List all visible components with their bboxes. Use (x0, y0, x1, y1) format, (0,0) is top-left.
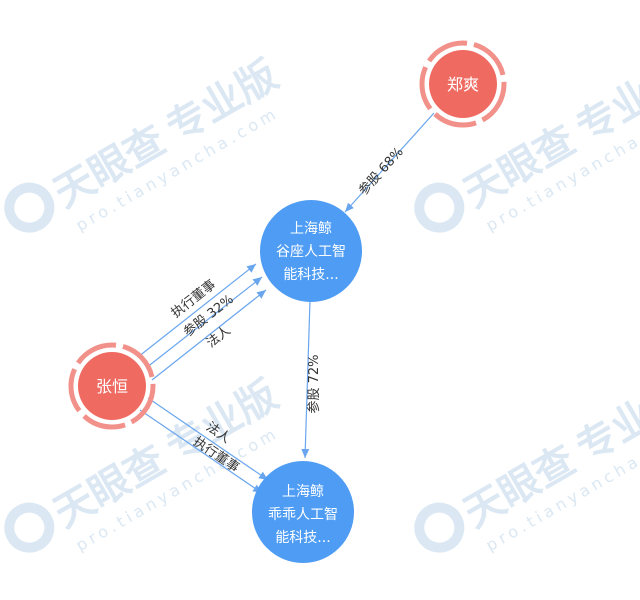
watermark-top-left: 天眼查 专业版 pro.tianyancha.com (4, 52, 286, 235)
company-node-line-3: 能科技... (283, 267, 338, 283)
watermark-logo-icon (414, 182, 465, 233)
person-node-ring (68, 342, 156, 430)
person-node-label: 郑爽 (447, 75, 479, 94)
edge-jinggu-to-guaiguai[interactable] (301, 299, 311, 459)
company-node-line-3: 能科技... (275, 530, 330, 546)
person-node-label: 张恒 (96, 377, 128, 396)
company-node-line-1: 上海鲸 (282, 484, 324, 500)
company-node-circle (260, 200, 362, 302)
company-node-guaiguai[interactable]: 上海鲸 乖乖人工智 能科技... (252, 461, 354, 563)
edge-zhang-to-guaiguai-director[interactable] (139, 409, 263, 494)
watermark-logo-icon (414, 502, 465, 553)
watermark-bottom-right: 天眼查 专业版 pro.tianyancha.com (414, 372, 640, 555)
edge-zhang-to-guaiguai-legal[interactable] (147, 397, 269, 481)
company-node-line-2: 谷座人工智 (276, 244, 346, 260)
edges (137, 112, 435, 494)
watermark-logo-icon (4, 502, 55, 553)
edge-zheng-to-jinggu[interactable] (344, 112, 435, 213)
company-node-line-2: 乖乖人工智 (268, 507, 338, 523)
edge-zhang-to-jinggu-legal[interactable] (151, 289, 267, 381)
person-node-circle (429, 50, 497, 118)
company-node-circle (252, 461, 354, 563)
person-node-circle (78, 352, 146, 420)
edge-label-jinggu-to-guaiguai: 参股 72% (306, 354, 322, 413)
person-node-zhang-heng[interactable]: 张恒 (68, 342, 156, 430)
edge-zhang-to-jinggu-share[interactable] (145, 276, 263, 369)
company-node-jinggu[interactable]: 上海鲸 谷座人工智 能科技... (260, 200, 362, 302)
edge-zhang-to-jinggu-director[interactable] (137, 263, 257, 358)
company-node-line-1: 上海鲸 (290, 221, 332, 237)
edge-label-zheng-to-jinggu: 参股 68% (355, 144, 406, 199)
watermark-logo-icon (4, 182, 55, 233)
person-node-zheng-shuang[interactable]: 郑爽 (419, 40, 507, 128)
person-node-ring (419, 40, 507, 128)
edge-label-zhang-to-jinggu-legal: 法人 (204, 323, 234, 351)
